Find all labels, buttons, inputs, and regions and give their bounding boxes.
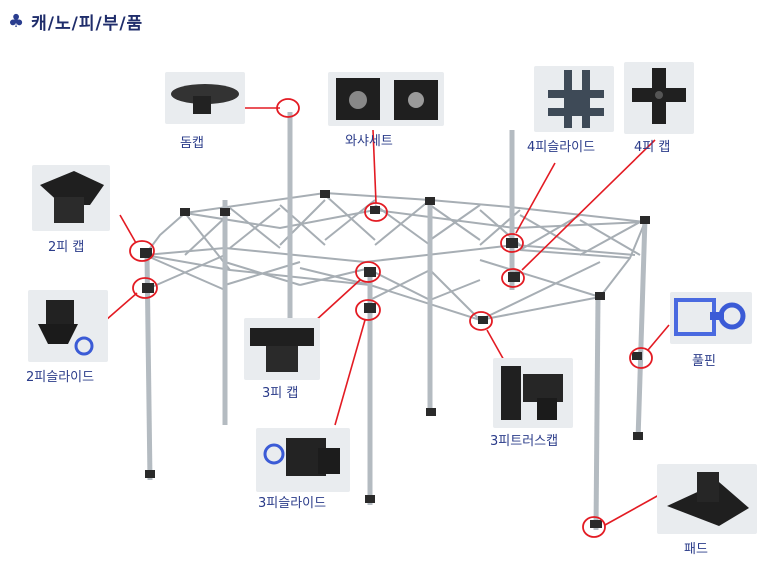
two-slide-photo <box>28 290 108 362</box>
label-two-cap: 2피 캡 <box>48 240 85 255</box>
three-slide-photo <box>256 428 350 492</box>
callout-lines <box>105 107 670 526</box>
label-four-cap: 4피 캡 <box>634 140 671 155</box>
four-cap-photo <box>624 62 694 134</box>
two-cap-photo <box>32 165 110 231</box>
club-suit-icon: ♣ <box>8 10 26 32</box>
label-three-slide: 3피슬라이드 <box>258 496 327 511</box>
label-washer-set: 와샤세트 <box>345 134 393 149</box>
washer-set-photo <box>328 72 444 126</box>
four-slide-photo <box>534 66 614 132</box>
callout-circles <box>129 98 653 538</box>
dome-cap-photo <box>165 72 245 124</box>
three-truss-cap-photo <box>493 358 573 428</box>
label-three-cap: 3피 캡 <box>262 386 299 401</box>
label-two-slide: 2피슬라이드 <box>26 370 95 385</box>
label-dome-cap: 돔캡 <box>180 136 204 151</box>
label-four-slide: 4피슬라이드 <box>527 140 596 155</box>
label-three-truss-cap: 3피트러스캡 <box>490 434 559 449</box>
pad-photo <box>657 464 757 534</box>
page-title: ♣ 캐/노/피/부/품 <box>8 8 143 34</box>
label-pull-pin: 풀핀 <box>692 354 716 369</box>
three-cap-photo <box>244 318 320 380</box>
frame-legs <box>144 112 648 531</box>
title-text: 캐/노/피/부/품 <box>31 13 144 34</box>
frame-truss <box>144 191 646 322</box>
pull-pin-photo <box>670 292 752 344</box>
frame-connectors <box>140 190 650 528</box>
label-pad: 패드 <box>684 542 708 557</box>
